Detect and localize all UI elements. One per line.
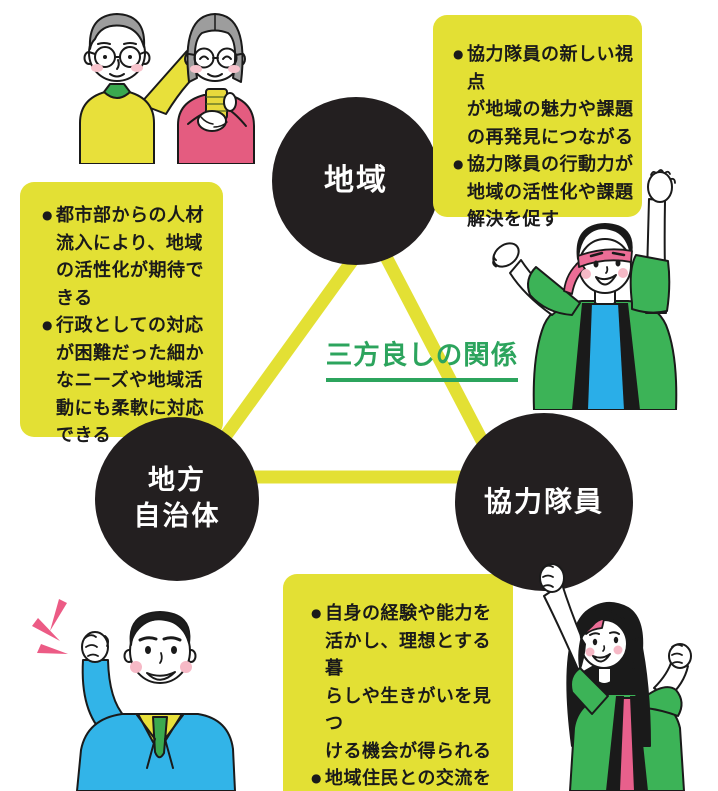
benefit-text: 行政としての対応 が困難だった細か なニーズや地域活 動にも柔軟に対応 できる [56,315,204,446]
emphasis-mark [32,618,60,641]
title-underline [326,378,518,383]
emphasis-mark [37,644,68,654]
bullet-icon: ● [42,208,53,222]
node-member: 協力隊員 [455,413,633,591]
cheering-woman-illustration [539,563,692,791]
bullet-icon: ● [311,606,322,620]
elderly-couple-illustration [79,13,255,164]
node-municipality-label: 地方 自治体 [133,465,221,532]
diagram-title-text: 三方良しの関係 [325,340,519,371]
cheering-man-illustration [492,169,678,410]
benefit-box-municipality: ● 都市部からの人材 流入により、地域 の活性化が期待で きる ● 行政としての… [20,182,223,446]
bullet-icon: ● [453,157,464,171]
benefit-text: 地域住民との交流を通 じて、新たな人間関係 を築くことができる [325,768,492,789]
node-member-label: 協力隊員 [483,484,604,518]
bullet-item: ● 協力隊員の行動力が 地域の活性化や課題 解決を促す [453,151,634,234]
bullet-item: ● 自身の経験や能力を 活かし、理想とする暮 らしや生きがいを見つ ける機会が得… [311,600,505,765]
bullet-icon: ● [311,771,322,785]
node-municipality: 地方 自治体 [95,417,259,581]
benefit-text: 協力隊員の新しい視点 が地域の魅力や課題 の再発見につながる [467,44,634,148]
node-region-label: 地域 [324,163,388,199]
benefit-text: 都市部からの人材 流入により、地域 の活性化が期待で きる [56,205,204,309]
benefit-box-member: ● 自身の経験や能力を 活かし、理想とする暮 らしや生きがいを見つ ける機会が得… [283,574,513,791]
official-in-suit-illustration [32,599,236,791]
bullet-icon: ● [42,318,53,332]
emphasis-mark [50,599,67,631]
bullet-item: ● 協力隊員の新しい視点 が地域の魅力や課題 の再発見につながる [453,41,634,151]
benefit-box-region: ● 協力隊員の新しい視点 が地域の魅力や課題 の再発見につながる ● 協力隊員の… [433,15,642,230]
benefit-text: 自身の経験や能力を 活かし、理想とする暮 らしや生きがいを見つ ける機会が得られ… [325,603,492,762]
bullet-item: ● 行政としての対応 が困難だった細か なニーズや地域活 動にも柔軟に対応 でき… [42,312,211,450]
bullet-item: ● 都市部からの人材 流入により、地域 の活性化が期待で きる [42,202,211,312]
bullet-item: ● 地域住民との交流を通 じて、新たな人間関係 を築くことができる [311,765,505,791]
diagram-title: 三方良しの関係 [316,339,528,383]
benefit-text: 協力隊員の行動力が 地域の活性化や課題 解決を促す [467,154,634,230]
bullet-icon: ● [453,47,464,61]
node-region: 地域 [272,97,440,265]
